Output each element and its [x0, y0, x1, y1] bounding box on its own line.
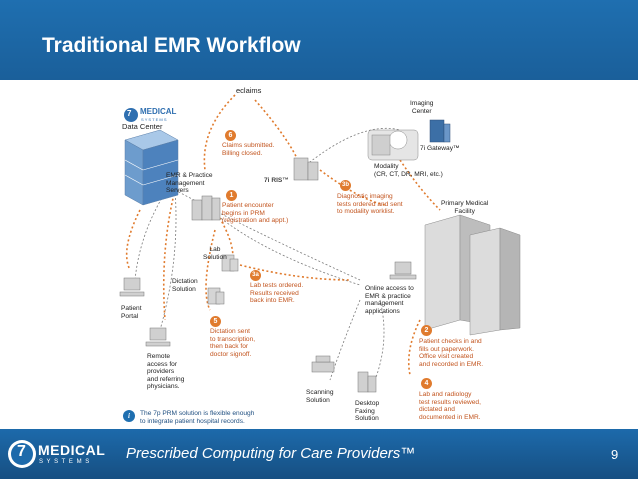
- label-primary-facility: Primary Medical Facility: [441, 200, 489, 215]
- info-icon: i: [123, 410, 135, 422]
- dictation-solution-icon: [207, 287, 225, 305]
- footer-logo-word: MEDICAL: [38, 442, 106, 458]
- step-note-2: Patient checks in and fills out paperwor…: [419, 338, 484, 368]
- connector-emr-portal: [134, 184, 171, 281]
- footer-logo-sub: S Y S T E M S: [39, 459, 91, 465]
- step-note-4: Lab and radiology test results reviewed,…: [419, 391, 481, 421]
- label-eclaims: eclaims: [236, 86, 262, 95]
- label-data-center: Data Center: [122, 122, 163, 131]
- workflow-diagram: [119, 94, 521, 393]
- label-online-access: Online access to EMR & practice manageme…: [365, 285, 414, 315]
- footer-logo-number: 7: [17, 443, 26, 460]
- step-badge-3b: 3b: [340, 180, 351, 191]
- label-desktop-faxing: Desktop Faxing Solution: [355, 400, 380, 423]
- label-lab-solution: Lab Solution: [203, 246, 227, 261]
- flow-ris-modality: [319, 169, 386, 206]
- ris-server-icon: [293, 157, 319, 181]
- step-note-1: Patient encounter begins in PRM (registr…: [222, 202, 289, 225]
- step-badge-5: 5: [210, 316, 221, 327]
- info-note-text: The 7p PRM solution is flexible enough t…: [140, 410, 255, 425]
- slide-footer: 7 MEDICAL S Y S T E M S Prescribed Compu…: [0, 429, 638, 479]
- data-center-icon: [124, 129, 179, 206]
- step-badge-3a: 3a: [250, 270, 261, 281]
- flow-remote: [162, 189, 176, 321]
- step-note-3b: Diagnostic imaging tests ordered and sen…: [337, 193, 403, 216]
- connector-online-faxing: [374, 299, 385, 381]
- label-remote-access: Remote access for providers and referrin…: [147, 353, 185, 391]
- step-badge-6: 6: [225, 130, 236, 141]
- flow-lab-online: [239, 264, 351, 281]
- label-modality: Modality (CR, CT, DR, MRI, etc.): [374, 163, 443, 178]
- page-number: 9: [611, 447, 619, 462]
- label-scanning-solution: Scanning Solution: [306, 389, 334, 404]
- connector-ris-modality: [299, 127, 401, 171]
- step-badge-4: 4: [421, 378, 432, 389]
- label-patient-portal: Patient Portal: [121, 305, 142, 320]
- label-emr-servers: EMR & Practice Management Servers: [166, 172, 213, 195]
- step-note-3a: Lab tests ordered. Results received back…: [250, 282, 304, 305]
- flow-eclaims: [203, 94, 236, 171]
- patient-portal-pc-icon: [119, 277, 145, 297]
- step-note-6: Claims submitted. Billing closed.: [222, 142, 275, 157]
- online-access-pc-icon: [389, 261, 417, 280]
- medical-logo-small-icon: [124, 108, 138, 122]
- label-dictation-solution: Dictation Solution: [172, 278, 198, 293]
- footer-tagline: Prescribed Computing for Care Providers™: [126, 445, 416, 462]
- scanning-solution-icon: [311, 355, 335, 373]
- logo-small-number: 7: [127, 109, 132, 118]
- slide-title: Traditional EMR Workflow: [42, 34, 301, 57]
- slide-header: Traditional EMR Workflow: [0, 0, 638, 80]
- label-imaging-center: Imaging Center: [410, 100, 434, 115]
- logo-small-sub: S Y S T E M S: [141, 117, 167, 122]
- modality-icon: [367, 129, 419, 161]
- emr-servers-icon: [191, 195, 221, 221]
- remote-access-pc-icon: [145, 327, 171, 347]
- facility-building-icon: [424, 214, 521, 336]
- medical-logo-icon: [8, 440, 36, 468]
- flow-portal: [125, 209, 141, 271]
- label-gateway: 7i Gateway™: [420, 145, 460, 152]
- label-ris: 7i RIS™: [264, 177, 289, 184]
- logo-small-word: MEDICAL: [140, 107, 177, 116]
- step-badge-1: 1: [226, 190, 237, 201]
- desktop-faxing-icon: [357, 371, 377, 393]
- step-badge-2: 2: [421, 325, 432, 336]
- flow-online-right: [407, 319, 421, 376]
- flow-modality-facility: [399, 159, 441, 211]
- connector-emr-remote: [159, 189, 177, 331]
- gateway-icon: [429, 119, 451, 143]
- lab-solution-icon: [221, 254, 239, 272]
- connector-online-scanning: [329, 299, 361, 381]
- flow-dictation: [205, 229, 216, 311]
- step-note-5: Dictation sent to transcription, then ba…: [210, 328, 256, 358]
